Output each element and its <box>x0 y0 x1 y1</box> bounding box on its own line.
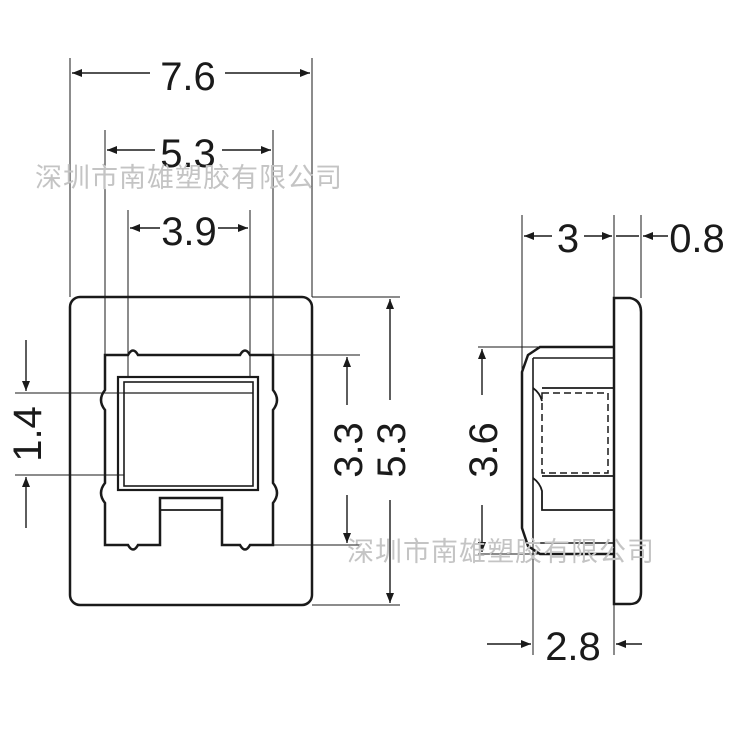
front-center-tab <box>159 498 223 511</box>
dim-slot-width: 3.9 <box>161 210 217 254</box>
dim-flange-thickness: 0.8 <box>669 217 725 261</box>
dim-leg-depth: 2.8 <box>545 625 601 669</box>
dim-outer-height: 5.3 <box>370 422 414 478</box>
side-view <box>520 296 643 606</box>
dim-outer-width: 7.6 <box>160 55 216 99</box>
watermark-bottom: 深圳市南雄塑胶有限公司 <box>347 537 655 568</box>
front-inner-frame <box>99 349 279 551</box>
dim-slot-height: 1.4 <box>6 406 50 462</box>
side-body <box>520 345 614 556</box>
side-hidden-slot <box>541 392 609 474</box>
dim-frame-width: 5.3 <box>160 132 216 176</box>
dim-body-depth: 3 <box>557 217 579 261</box>
dim-side-height: 3.6 <box>462 422 506 478</box>
front-outer-plate <box>68 295 314 607</box>
front-dimensions: 7.6 5.3 3.9 1.4 3.3 5.3 <box>6 55 414 606</box>
watermark-top: 深圳市南雄塑胶有限公司 <box>35 163 343 194</box>
dim-frame-height: 3.3 <box>327 422 371 478</box>
front-view <box>68 295 314 607</box>
front-slot-outer <box>116 375 260 492</box>
side-dimensions: 3 0.8 3.6 2.8 <box>462 215 725 669</box>
side-flange <box>612 296 643 606</box>
front-slot-inner <box>123 381 254 487</box>
